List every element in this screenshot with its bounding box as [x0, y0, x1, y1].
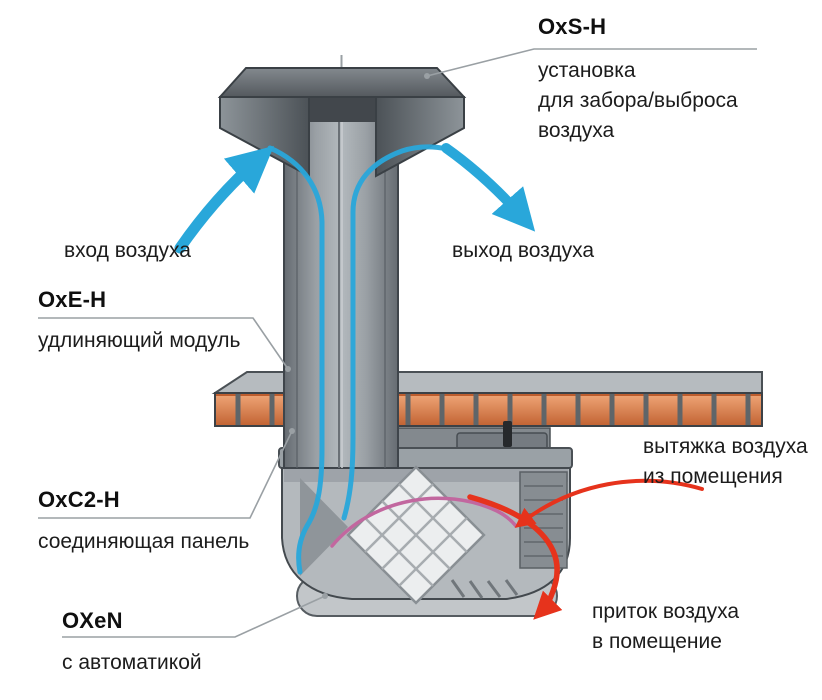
oxs-h-desc-line1: установка [538, 59, 636, 82]
exhaust-flow-line [341, 144, 450, 521]
recovered-flow-line [330, 496, 518, 548]
label-supply: приток воздуха в помещение [592, 597, 739, 657]
label-oxs-h: OxS-H [538, 14, 606, 40]
air-flows [174, 143, 704, 620]
unit-left-wedge [300, 478, 348, 576]
supply-arrow [467, 494, 563, 620]
hood-cap [217, 67, 467, 98]
leader-oxen [62, 595, 326, 638]
extract-line1: вытяжка воздуха [643, 435, 808, 458]
label-oxe-h-code: OxE-H [38, 287, 107, 312]
label-oxc2-h-desc: соединяющая панель [38, 530, 250, 553]
air-outlet-arrow [441, 143, 536, 232]
label-oxen-code: OXeN [62, 608, 123, 633]
intake-flow-line [267, 145, 325, 575]
oxs-h-code: OxS-H [538, 14, 607, 39]
air-inlet-arrow [174, 145, 274, 254]
label-oxen-desc: с автоматикой [62, 651, 202, 674]
supply-line2: в помещение [592, 630, 722, 653]
extract-arrow [514, 478, 704, 528]
unit-sensor-stub [503, 421, 512, 447]
label-air-inlet: вход воздуха [64, 239, 191, 262]
unit-louvers [450, 579, 519, 599]
supply-line1: приток воздуха [592, 600, 740, 623]
oxs-h-desc-line2: для забора/выброса [538, 89, 738, 112]
label-extract: вытяжка воздуха из помещения [643, 432, 808, 492]
leader-oxc2-h [38, 430, 293, 519]
oxs-h-desc-line3: воздуха [538, 119, 615, 142]
heat-exchanger [346, 465, 486, 605]
leader-oxe-h [38, 317, 289, 370]
leader-oxs-h [426, 48, 757, 77]
label-oxc2-h-code: OxC2-H [38, 487, 120, 512]
label-oxs-h-desc: установка для забора/выброса воздуха [538, 56, 738, 146]
leader-lines [38, 48, 757, 638]
label-air-outlet: выход воздуха [452, 239, 595, 262]
label-oxe-h-desc: удлиняющий модуль [38, 329, 241, 352]
hood-right-flap [375, 96, 465, 178]
extract-line2: из помещения [643, 465, 783, 488]
